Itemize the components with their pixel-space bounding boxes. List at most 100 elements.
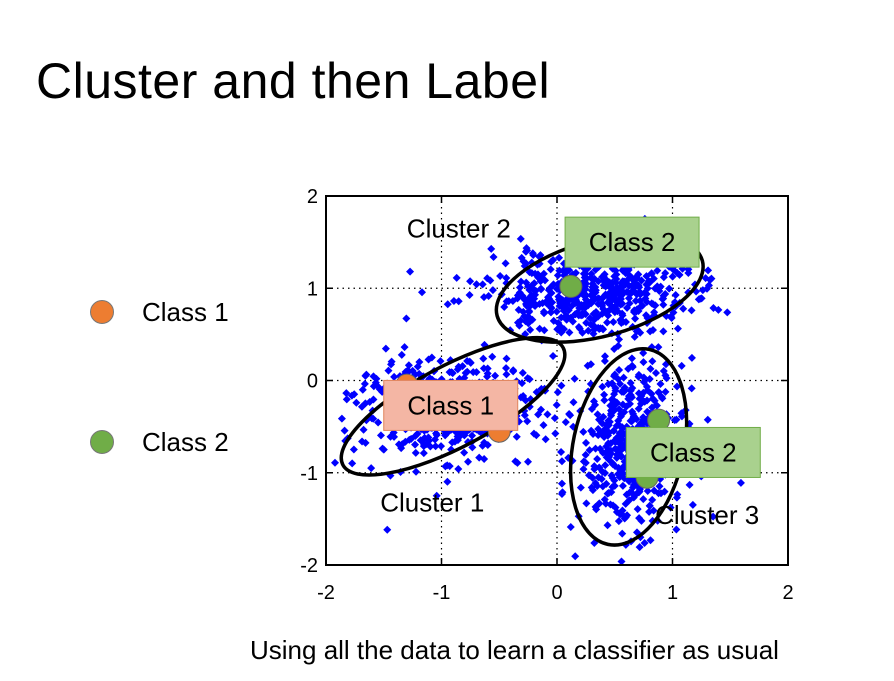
data-point — [458, 362, 467, 371]
data-point — [552, 400, 561, 409]
data-point — [640, 397, 649, 406]
data-point — [397, 444, 406, 453]
data-point — [697, 294, 706, 303]
data-point — [589, 321, 598, 330]
data-point — [583, 361, 592, 370]
data-point — [361, 371, 370, 380]
data-point — [614, 517, 623, 526]
data-point — [598, 382, 607, 391]
data-point — [600, 357, 609, 366]
data-point — [639, 495, 648, 504]
data-point — [480, 438, 489, 447]
data-point — [521, 300, 530, 309]
data-point — [411, 448, 420, 457]
data-point — [643, 487, 652, 496]
data-point — [348, 459, 357, 468]
data-point — [610, 344, 619, 353]
data-point — [575, 324, 584, 333]
data-point — [679, 304, 688, 313]
data-point — [342, 395, 351, 404]
data-point — [612, 437, 621, 446]
data-point — [603, 318, 612, 327]
data-point — [521, 247, 530, 256]
cluster-ellipse — [339, 335, 567, 477]
data-point — [565, 328, 574, 337]
data-point — [555, 253, 564, 262]
data-point — [687, 306, 696, 315]
data-point — [608, 460, 617, 469]
data-point — [374, 418, 383, 427]
data-point — [465, 357, 474, 366]
data-point — [369, 372, 378, 381]
data-point — [639, 358, 648, 367]
data-point — [584, 471, 593, 480]
data-point — [600, 396, 609, 405]
data-point — [618, 423, 627, 432]
data-point — [549, 316, 558, 325]
data-point — [601, 461, 610, 470]
data-point — [594, 312, 603, 321]
data-point — [640, 288, 649, 297]
data-point — [736, 478, 745, 487]
data-point — [634, 372, 643, 381]
data-point — [603, 422, 612, 431]
data-point — [529, 250, 538, 259]
data-point — [447, 368, 456, 377]
legend-item-class-1: Class 1 — [90, 292, 229, 332]
y-tick-label: 1 — [307, 278, 318, 300]
data-point — [580, 309, 589, 318]
data-point — [342, 389, 351, 398]
data-point — [536, 251, 545, 260]
data-point — [522, 278, 531, 287]
data-point — [468, 443, 477, 452]
data-point — [561, 418, 570, 427]
data-point — [571, 552, 580, 561]
data-point — [424, 436, 433, 445]
data-point — [601, 274, 610, 283]
data-point — [672, 525, 681, 534]
data-point — [426, 442, 435, 451]
data-point — [445, 462, 454, 471]
data-point — [709, 303, 718, 312]
data-point — [648, 495, 657, 504]
data-point — [593, 410, 602, 419]
data-point — [584, 326, 593, 335]
data-point — [565, 410, 574, 419]
data-point — [654, 343, 663, 352]
data-point — [633, 505, 642, 514]
data-point — [615, 335, 624, 344]
data-point — [472, 280, 481, 289]
data-point — [604, 488, 613, 497]
x-tick-label: -2 — [317, 582, 335, 604]
data-point — [593, 482, 602, 491]
data-point — [608, 474, 617, 483]
data-point — [606, 409, 615, 418]
data-point — [468, 431, 477, 440]
data-point — [639, 349, 648, 358]
data-point — [616, 410, 625, 419]
data-point — [597, 474, 606, 483]
data-point — [616, 432, 625, 441]
data-point — [668, 272, 677, 281]
data-point — [684, 268, 693, 277]
class-label-box — [625, 426, 761, 478]
data-point — [511, 457, 520, 466]
data-point — [601, 352, 610, 361]
data-point — [593, 294, 602, 303]
data-point — [635, 543, 644, 552]
data-point — [531, 302, 540, 311]
data-point — [647, 299, 656, 308]
data-point — [547, 308, 556, 317]
data-point — [593, 454, 602, 463]
data-point — [580, 277, 589, 286]
data-point — [488, 286, 497, 295]
data-point — [637, 420, 646, 429]
data-point — [527, 269, 536, 278]
data-point — [551, 429, 560, 438]
data-point — [598, 294, 607, 303]
y-tick-label: 0 — [307, 371, 318, 393]
data-point — [614, 463, 623, 472]
y-tick-label: -2 — [300, 555, 318, 577]
data-point — [465, 290, 474, 299]
data-point — [369, 382, 378, 391]
